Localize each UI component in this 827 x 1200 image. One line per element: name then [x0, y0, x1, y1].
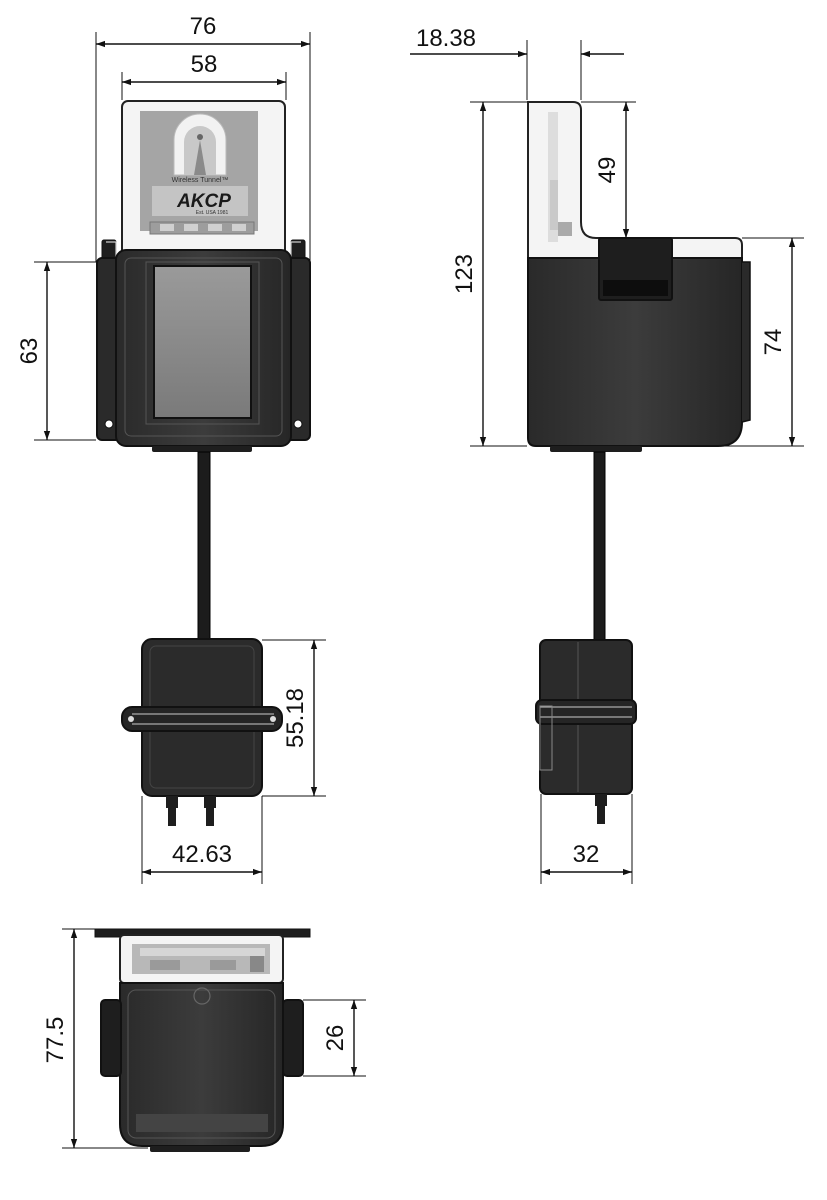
- dim-bottom-depth: 77.5: [42, 1017, 69, 1064]
- side-view: [527, 101, 751, 824]
- akcp-logo: AKCP: [176, 191, 231, 212]
- dim-probe-width: 42.63: [172, 841, 232, 868]
- dim-side-total-height: 123: [451, 254, 478, 294]
- wireless-logo-graphic: [173, 113, 227, 176]
- dim-front-body-height: 63: [16, 338, 43, 365]
- product-caption: Wireless Tunnel™: [172, 177, 229, 184]
- bottom-right-tab: [282, 999, 304, 1077]
- dim-side-body-height: 74: [760, 329, 787, 356]
- front-probe-nozzles: [166, 796, 216, 826]
- bottom-housing-body: [119, 982, 284, 1147]
- front-housing-foot: [152, 446, 252, 452]
- front-mount-hole-left: [104, 419, 114, 429]
- bottom-view: [94, 928, 311, 1152]
- front-mount-hole-right: [293, 419, 303, 429]
- front-connector-strip: [149, 221, 255, 235]
- dim-probe-depth: 32: [573, 841, 600, 868]
- est-caption: Est. USA 1981: [196, 210, 229, 216]
- front-view: Wireless Tunnel™ AKCP Est. USA 1981: [96, 100, 311, 826]
- dim-side-offset: 18.38: [416, 25, 476, 52]
- bottom-left-tab: [100, 999, 122, 1077]
- logo-badge: [152, 186, 248, 216]
- dim-front-overall-width: 76: [190, 13, 217, 40]
- front-probe-strap: [121, 706, 283, 732]
- front-cable: [197, 451, 211, 641]
- side-housing-foot: [550, 446, 642, 452]
- side-cable: [593, 451, 606, 643]
- dimension-labels: 76 58 63 18.38 123 49 74 55.18 42.63 32 …: [16, 13, 787, 1063]
- front-window: [153, 265, 252, 419]
- dim-probe-height: 55.18: [282, 688, 309, 748]
- dim-front-cover-width: 58: [191, 51, 218, 78]
- side-probe-nozzle: [595, 794, 607, 824]
- dimension-lines: [34, 32, 804, 1149]
- side-housing-body: [527, 257, 743, 447]
- dim-side-cover-height: 49: [594, 157, 621, 184]
- dim-bottom-tab-height: 26: [322, 1025, 349, 1052]
